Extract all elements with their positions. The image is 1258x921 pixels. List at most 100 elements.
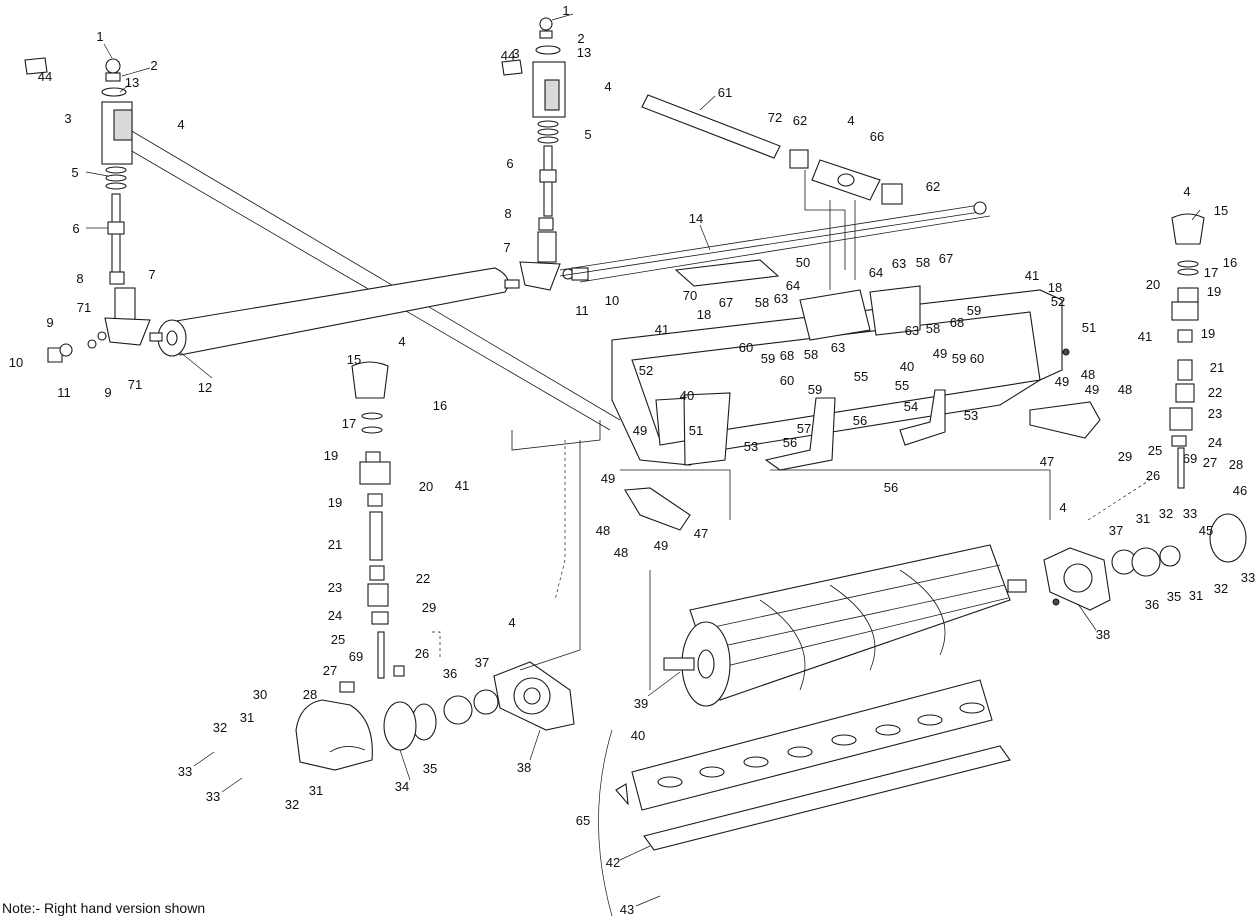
- part-callout-4: 4: [177, 117, 184, 132]
- assembly-guide-lines: [511, 420, 1051, 690]
- label-plate: [674, 259, 780, 287]
- part-callout-6: 6: [72, 221, 79, 236]
- part-callout-29: 29: [1118, 449, 1132, 464]
- part-callout-27: 27: [323, 663, 337, 678]
- part-callout-32: 32: [213, 720, 227, 735]
- part-callout-45: 45: [1199, 523, 1213, 538]
- part-callout-11: 11: [57, 385, 71, 400]
- brackets: [624, 389, 1101, 531]
- part-callout-58: 58: [755, 295, 769, 310]
- part-callout-63: 63: [831, 340, 845, 355]
- part-callout-60: 60: [739, 340, 753, 355]
- part-callout-12: 12: [198, 380, 212, 395]
- part-callout-55: 55: [854, 369, 868, 384]
- part-callout-58: 58: [804, 347, 818, 362]
- part-callout-64: 64: [786, 278, 800, 293]
- part-callout-40: 40: [900, 359, 914, 374]
- part-callout-54: 54: [904, 399, 918, 414]
- part-callout-33: 33: [1183, 506, 1197, 521]
- part-callout-40: 40: [631, 728, 645, 743]
- part-callout-25: 25: [1148, 443, 1162, 458]
- part-callout-64: 64: [869, 265, 883, 280]
- part-callout-49: 49: [633, 423, 647, 438]
- part-callout-41: 41: [455, 478, 469, 493]
- part-callout-28: 28: [303, 687, 317, 702]
- part-callout-23: 23: [328, 580, 342, 595]
- part-callout-4: 4: [1059, 500, 1066, 515]
- part-callout-56: 56: [783, 435, 797, 450]
- part-callout-67: 67: [719, 295, 733, 310]
- part-callout-4: 4: [508, 615, 515, 630]
- part-callout-50: 50: [796, 255, 810, 270]
- part-callout-32: 32: [1214, 581, 1228, 596]
- part-callout-4: 4: [847, 113, 854, 128]
- part-callout-39: 39: [634, 696, 648, 711]
- part-callout-56: 56: [853, 413, 867, 428]
- part-callout-15: 15: [1214, 203, 1228, 218]
- part-callout-66: 66: [870, 129, 884, 144]
- part-callout-33: 33: [206, 789, 220, 804]
- left-lower-adjuster: [339, 361, 441, 693]
- part-callout-63: 63: [774, 291, 788, 306]
- part-callout-46: 46: [1233, 483, 1247, 498]
- part-callout-62: 62: [926, 179, 940, 194]
- part-callout-48: 48: [1081, 367, 1095, 382]
- part-callout-8: 8: [504, 206, 511, 221]
- part-callout-9: 9: [46, 315, 53, 330]
- part-callout-48: 48: [596, 523, 610, 538]
- part-callout-41: 41: [1138, 329, 1152, 344]
- part-callout-59: 59: [808, 382, 822, 397]
- part-callout-35: 35: [423, 761, 437, 776]
- part-callout-49: 49: [601, 471, 615, 486]
- part-callout-14: 14: [689, 211, 703, 226]
- part-callout-20: 20: [1146, 277, 1160, 292]
- part-callout-41: 41: [655, 322, 669, 337]
- part-callout-60: 60: [780, 373, 794, 388]
- part-callout-32: 32: [285, 797, 299, 812]
- part-callout-4: 4: [1183, 184, 1190, 199]
- part-callout-69: 69: [349, 649, 363, 664]
- part-callout-33: 33: [1241, 570, 1255, 585]
- part-callout-48: 48: [1118, 382, 1132, 397]
- part-callout-4: 4: [604, 79, 611, 94]
- part-callout-63: 63: [905, 323, 919, 338]
- part-callout-32: 32: [1159, 506, 1173, 521]
- part-callout-24: 24: [1208, 435, 1222, 450]
- part-callout-58: 58: [916, 255, 930, 270]
- part-callout-58: 58: [926, 321, 940, 336]
- part-callout-30: 30: [253, 687, 267, 702]
- center-height-adjuster: [501, 17, 589, 291]
- part-callout-61: 61: [718, 85, 732, 100]
- part-callout-19: 19: [1201, 326, 1215, 341]
- main-frame: [611, 285, 1070, 466]
- part-callout-19: 19: [1207, 284, 1221, 299]
- part-callout-47: 47: [694, 526, 708, 541]
- part-callout-65: 65: [576, 813, 590, 828]
- part-callout-6: 6: [506, 156, 513, 171]
- part-callout-37: 37: [475, 655, 489, 670]
- part-callout-29: 29: [422, 600, 436, 615]
- part-callout-52: 52: [639, 363, 653, 378]
- front-roller: [149, 267, 520, 357]
- part-callout-4: 4: [398, 334, 405, 349]
- part-callout-59: 59: [967, 303, 981, 318]
- part-callout-19: 19: [328, 495, 342, 510]
- part-callout-16: 16: [1223, 255, 1237, 270]
- part-callout-60: 60: [970, 351, 984, 366]
- part-callout-28: 28: [1229, 457, 1243, 472]
- part-callout-31: 31: [1189, 588, 1203, 603]
- part-callout-49: 49: [933, 346, 947, 361]
- left-bearing-housing: [295, 661, 575, 771]
- part-callout-49: 49: [1055, 374, 1069, 389]
- part-callout-10: 10: [605, 293, 619, 308]
- part-callout-62: 62: [793, 113, 807, 128]
- part-callout-59: 59: [761, 351, 775, 366]
- part-callout-7: 7: [148, 267, 155, 282]
- part-callout-16: 16: [433, 398, 447, 413]
- part-callout-70: 70: [683, 288, 697, 303]
- part-callout-52: 52: [1051, 294, 1065, 309]
- part-callout-26: 26: [415, 646, 429, 661]
- part-callout-31: 31: [240, 710, 254, 725]
